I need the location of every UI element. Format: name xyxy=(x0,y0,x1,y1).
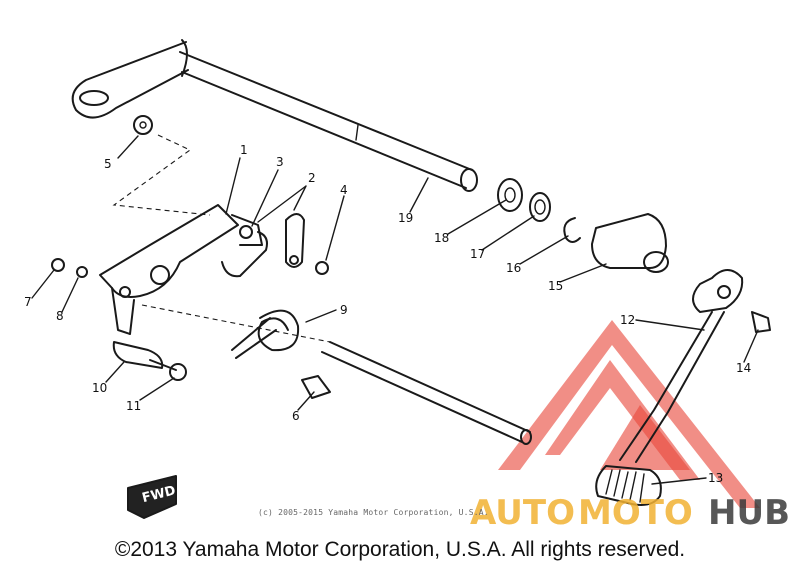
callout-13: 13 xyxy=(708,471,723,485)
callout-10: 10 xyxy=(92,381,107,395)
callout-1: 1 xyxy=(240,143,248,157)
callout-12: 12 xyxy=(620,313,635,327)
callout-16: 16 xyxy=(506,261,521,275)
watermark-wordmark: AUTO MOTO HUB xyxy=(470,493,790,533)
guide-lines xyxy=(112,134,331,343)
callout-8: 8 xyxy=(56,309,64,323)
watermark-moto: MOTO xyxy=(578,493,693,533)
callout-19: 19 xyxy=(398,211,413,225)
callout-3: 3 xyxy=(276,155,284,169)
leader-lines xyxy=(31,135,759,485)
watermark-hub: HUB xyxy=(708,493,790,533)
callout-14: 14 xyxy=(736,361,751,375)
copyright-notice: ©2013 Yamaha Motor Corporation, U.S.A. A… xyxy=(114,538,686,561)
callout-2: 2 xyxy=(308,171,316,185)
callout-6: 6 xyxy=(292,409,300,423)
callout-15: 15 xyxy=(548,279,563,293)
callout-17: 17 xyxy=(470,247,485,261)
watermark-auto: AUTO xyxy=(470,493,575,533)
callout-7: 7 xyxy=(24,295,32,309)
shift-arm-assembly xyxy=(51,115,329,335)
stopper-bolt xyxy=(112,341,187,381)
seal-washers xyxy=(497,178,669,273)
callout-5: 5 xyxy=(104,157,112,171)
callout-labels: 1 2 3 4 5 6 7 8 9 10 11 12 13 14 15 16 1… xyxy=(24,143,751,485)
callout-9: 9 xyxy=(340,303,348,317)
callout-4: 4 xyxy=(340,183,348,197)
watermark-logo xyxy=(498,320,760,508)
diagram-credit: (c) 2005-2015 Yamaha Motor Corporation, … xyxy=(258,508,489,517)
callout-11: 11 xyxy=(126,399,141,413)
callout-18: 18 xyxy=(434,231,449,245)
fwd-stamp: FWD xyxy=(127,475,177,519)
change-pedal xyxy=(595,269,771,506)
shift-shaft xyxy=(71,39,478,192)
shift-rod-spring xyxy=(231,309,532,445)
